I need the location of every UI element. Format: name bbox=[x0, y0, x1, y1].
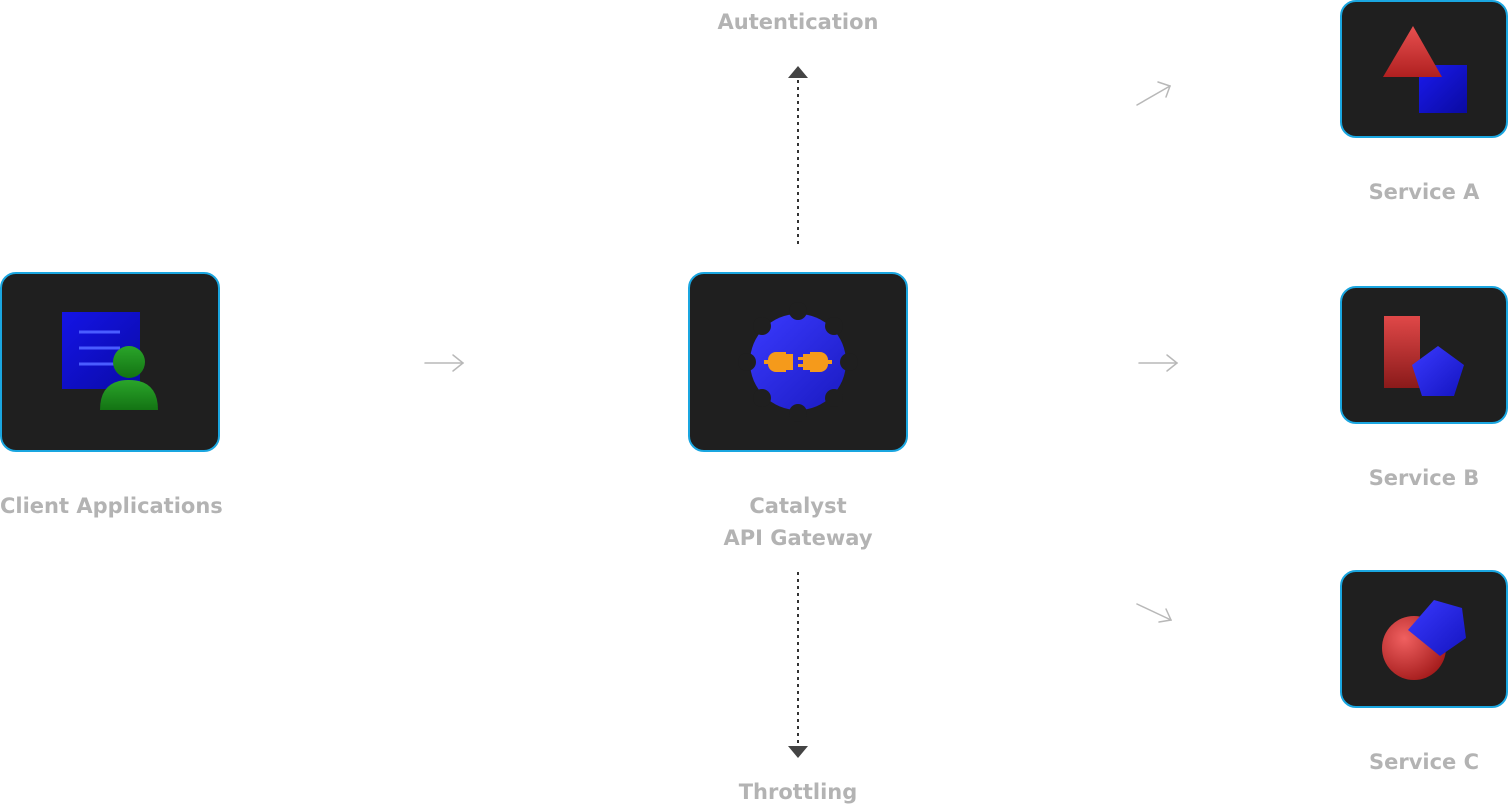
arrow-gateway-to-service-a bbox=[1136, 81, 1171, 106]
service-a-node bbox=[1340, 0, 1508, 138]
service-c-label: Service C bbox=[1368, 750, 1480, 774]
service-b-node bbox=[1340, 286, 1508, 424]
rectangle-pentagon-icon bbox=[1384, 316, 1464, 396]
triangle-square-icon bbox=[1383, 26, 1467, 113]
arrow-gateway-to-service-c bbox=[1136, 603, 1173, 623]
service-a-label: Service A bbox=[1368, 180, 1480, 204]
api-gateway-label-line1: Catalyst bbox=[749, 494, 847, 518]
throttling-label: Throttling bbox=[738, 780, 858, 804]
api-gateway-label-line2: API Gateway bbox=[723, 526, 873, 550]
arrow-gateway-to-authentication bbox=[788, 66, 808, 244]
client-applications-label: Client Applications bbox=[0, 494, 223, 518]
circle-pentagon-icon bbox=[1382, 600, 1466, 680]
client-applications-node bbox=[0, 272, 220, 452]
service-b-label: Service B bbox=[1368, 466, 1480, 490]
client-applications-icon bbox=[62, 312, 158, 410]
authentication-label: Autentication bbox=[717, 10, 879, 34]
api-gateway-node bbox=[688, 272, 908, 452]
arrow-gateway-to-service-b bbox=[1138, 354, 1179, 372]
api-gateway-gear-plug-icon bbox=[738, 302, 858, 422]
arrow-gateway-to-throttling bbox=[788, 572, 808, 758]
service-c-node bbox=[1340, 570, 1508, 708]
arrow-client-to-gateway bbox=[424, 354, 465, 372]
